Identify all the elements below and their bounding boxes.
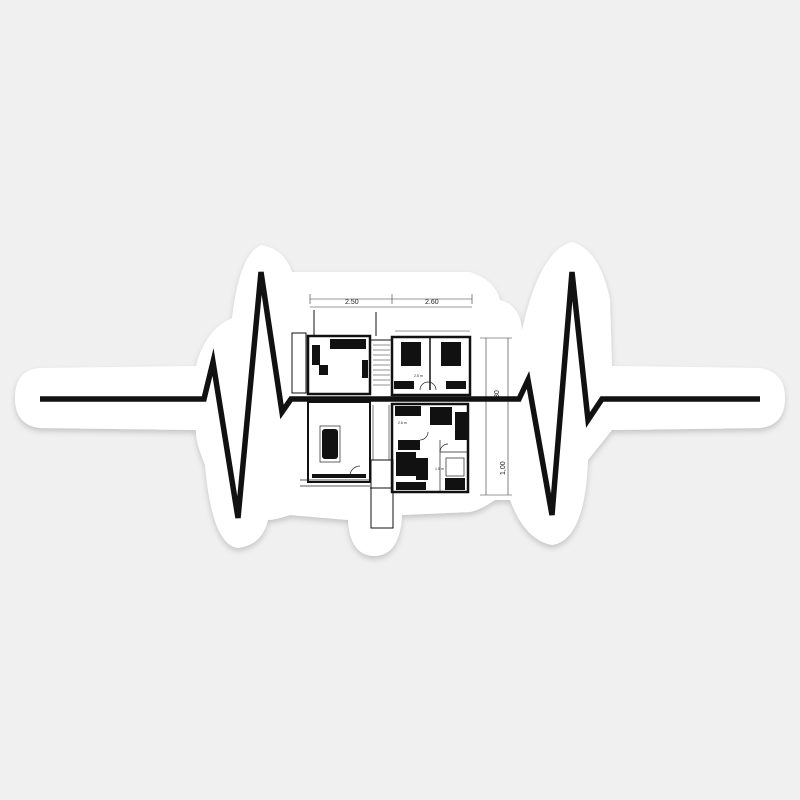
dim-top-right: 2.60 xyxy=(425,299,439,306)
heartbeat-line xyxy=(40,271,760,519)
dim-right-lower: 1,00 xyxy=(500,461,507,475)
walls xyxy=(291,310,472,529)
interior-details xyxy=(300,381,468,492)
staircase xyxy=(372,344,390,460)
room-label-a: 2.5 m xyxy=(414,374,423,378)
floorplan-drawing: 2.50 2.60 30 1,00 xyxy=(291,294,512,529)
top-dimension xyxy=(309,294,473,332)
dim-top-left: 2.50 xyxy=(345,299,359,306)
dim-right-upper: 30 xyxy=(494,390,501,398)
furniture xyxy=(312,339,467,490)
room-label-b: 2.6 m xyxy=(398,421,407,425)
room-label-c: 1.0 m xyxy=(435,467,444,471)
